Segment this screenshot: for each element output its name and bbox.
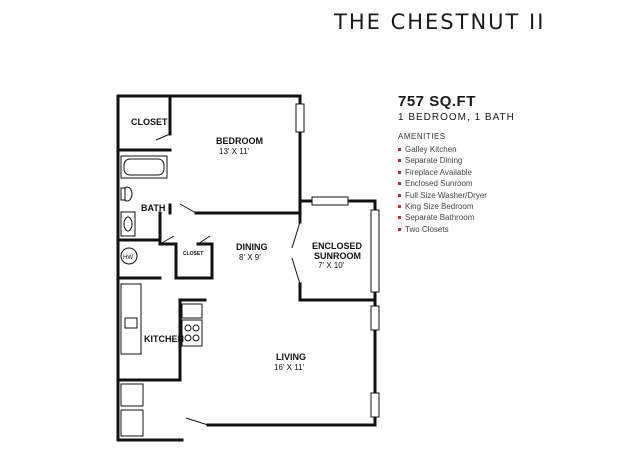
- amenity-item: Galley Kitchen: [398, 144, 487, 155]
- square-footage: 757 SQ.FT: [398, 93, 476, 110]
- amenity-item: Full Size Washer/Dryer: [398, 190, 487, 201]
- sunroom-label-line1: ENCLOSED: [312, 241, 363, 251]
- closet-label: CLOSET: [131, 117, 168, 127]
- washer: [120, 409, 144, 437]
- hw-label: HW: [123, 255, 133, 261]
- dining-dimensions: 8' X 9': [239, 253, 261, 262]
- living-dimensions: 16' X 11': [274, 363, 305, 372]
- bedroom-label: BEDROOM: [216, 136, 263, 146]
- amenities-heading: AMENITIES: [398, 132, 446, 141]
- amenity-item: Separate Bathroom: [398, 212, 487, 223]
- amenity-item: Enclosed Sunroom: [398, 178, 487, 189]
- dining-label: DINING: [236, 242, 268, 252]
- dryer: [120, 383, 144, 407]
- walls: [116, 94, 377, 442]
- fixtures: [120, 155, 203, 437]
- small-closet-label: CLOSET: [183, 251, 203, 257]
- amenity-item: King Size Bedroom: [398, 201, 487, 212]
- amenity-item: Two Closets: [398, 224, 487, 235]
- bedroom-dimensions: 13' X 11': [219, 147, 250, 156]
- stove: [181, 319, 203, 347]
- living-label: LIVING: [276, 352, 306, 362]
- bed-bath-count: 1 BEDROOM, 1 BATH: [398, 112, 515, 123]
- sunroom-label-line2: SUNROOM: [314, 251, 361, 261]
- windows: [295, 103, 380, 418]
- kitchen-label: KITCHEN: [144, 334, 184, 344]
- bath-label: BATH: [141, 203, 165, 213]
- plan-title: THE CHESTNUT II: [334, 10, 546, 34]
- amenities-list: Galley Kitchen Separate Dining Fireplace…: [398, 144, 487, 235]
- water-heater: [120, 247, 138, 265]
- sunroom-dimensions: 7' X 10': [318, 261, 345, 270]
- doors: [155, 133, 301, 426]
- amenity-item: Fireplace Available: [398, 167, 487, 178]
- amenity-item: Separate Dining: [398, 155, 487, 166]
